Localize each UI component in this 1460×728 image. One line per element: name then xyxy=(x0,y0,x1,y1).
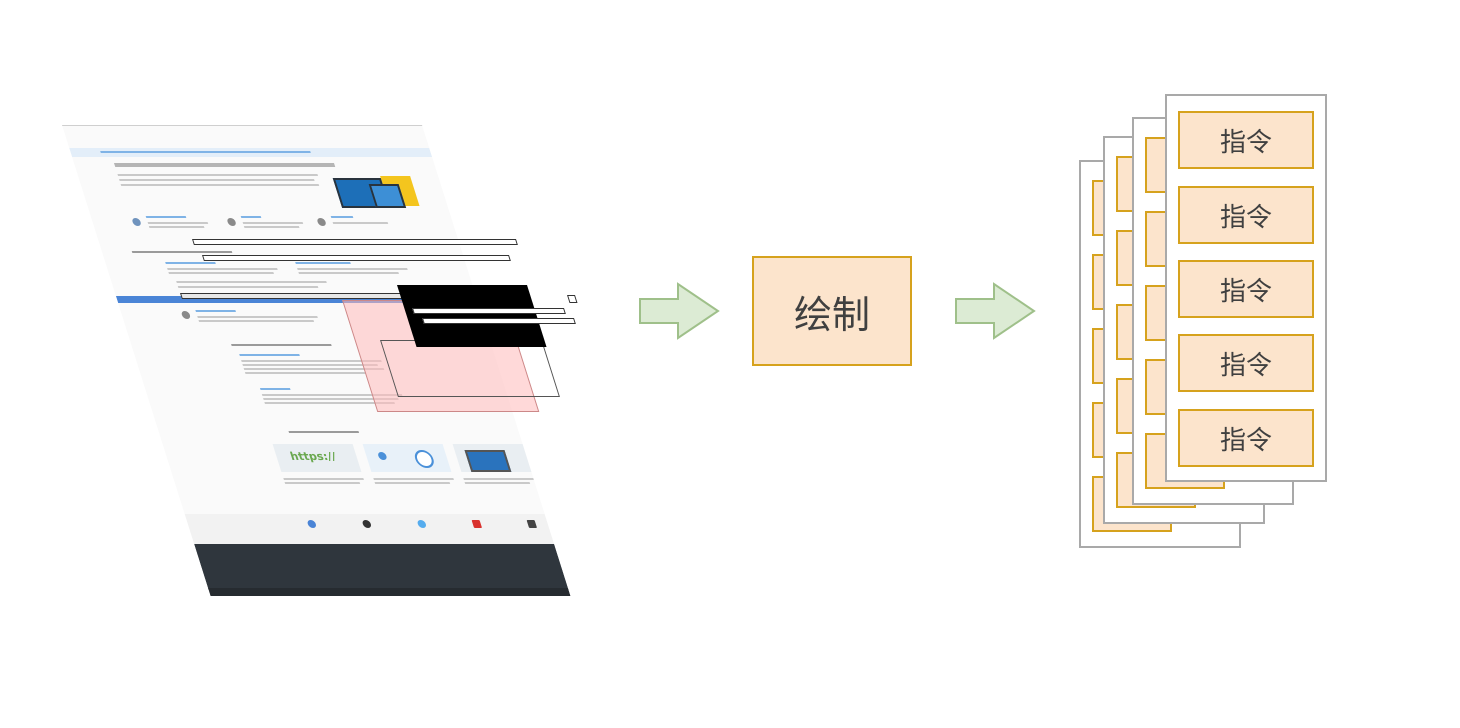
touch-icon xyxy=(377,452,388,460)
webpage-text-line xyxy=(120,184,320,186)
webpage-feature-icon xyxy=(131,218,142,226)
webpage-text-line xyxy=(197,316,318,318)
webpage-devices-card xyxy=(452,444,542,472)
webpage-feature-title xyxy=(330,216,354,218)
webpage-link-line xyxy=(239,354,300,356)
webpage-bottom-bar xyxy=(207,588,571,596)
webpage-tools-icon xyxy=(226,218,237,226)
webpage-text-line xyxy=(374,482,451,484)
webpage-text-line xyxy=(298,272,399,274)
webpage-text-line xyxy=(242,222,304,224)
webpage-text-line xyxy=(177,286,319,288)
webpage-section-heading xyxy=(231,344,332,346)
instruction-label: 指令 xyxy=(1219,425,1272,456)
laptop-icon xyxy=(464,450,512,472)
webpage-text-line xyxy=(117,174,319,176)
draw-step-label: 绘制 xyxy=(793,292,870,337)
webpage-feature-icon xyxy=(316,218,327,226)
instruction-label: 指令 xyxy=(1219,202,1272,233)
webpage-feature-icon xyxy=(180,311,192,319)
webpage-section-heading xyxy=(131,251,233,253)
webpage-text-line xyxy=(242,364,378,366)
webpage-text-line xyxy=(373,478,454,480)
twitter-icon xyxy=(416,520,428,528)
stopwatch-icon xyxy=(412,450,437,468)
webpage-text-line xyxy=(176,281,327,283)
webpage-section-heading xyxy=(288,431,360,433)
instruction-label: 指令 xyxy=(1219,276,1272,307)
webpage-text-line xyxy=(147,222,209,224)
layer-outline-bar xyxy=(202,255,511,261)
webpage-text-line xyxy=(463,478,534,480)
instruction-box: 指令 xyxy=(1178,111,1314,169)
webpage-feature-title xyxy=(240,216,262,218)
webpage-heading xyxy=(113,163,336,167)
instruction-box: 指令 xyxy=(1178,334,1314,392)
webpage-feature-title xyxy=(195,310,236,312)
webpage-link-line xyxy=(259,388,291,390)
webpage-text-line xyxy=(284,482,361,484)
layer-outline-box xyxy=(380,340,560,397)
webpage-text-line xyxy=(332,222,389,224)
right-arrow-icon xyxy=(639,282,720,340)
webpage-text-line xyxy=(119,179,315,181)
instruction-box: 指令 xyxy=(1178,409,1314,467)
rss-icon xyxy=(526,520,538,528)
instruction-label: 指令 xyxy=(1219,350,1272,381)
webpage-performance-card xyxy=(362,444,452,472)
webpage-hero-illustration xyxy=(329,174,420,210)
webpage-text-line xyxy=(167,268,278,270)
draw-step-box: 绘制 xyxy=(752,256,912,366)
layer-outline-bar xyxy=(422,318,576,324)
instruction-box: 指令 xyxy=(1178,260,1314,318)
google-plus-icon xyxy=(306,520,318,528)
youtube-icon xyxy=(471,520,483,528)
webpage-https-card: https:// xyxy=(272,444,362,472)
webpage-feature-title xyxy=(145,216,187,218)
webpage-link-line xyxy=(295,262,351,264)
webpage-text-line xyxy=(243,226,300,228)
webpage-text-line xyxy=(244,372,366,374)
webpage-text-line xyxy=(283,478,364,480)
instruction-box: 指令 xyxy=(1178,186,1314,244)
layer-outline-bar xyxy=(412,308,566,314)
webpage-social-footer xyxy=(184,514,555,544)
webpage-text-line xyxy=(464,482,531,484)
webpage-thumbnail: https:// xyxy=(62,125,578,596)
https-text: https:// xyxy=(288,450,338,463)
webpage-text-line xyxy=(168,272,274,274)
layer-outline-bar xyxy=(192,239,518,245)
layer-black-video xyxy=(397,285,547,347)
instruction-label: 指令 xyxy=(1219,127,1272,158)
github-icon xyxy=(361,520,373,528)
webpage-url-line xyxy=(100,151,311,153)
layer-small-marker xyxy=(567,295,578,303)
webpage-text-line xyxy=(198,320,315,322)
webpage-text-line xyxy=(297,268,408,270)
webpage-dark-footer xyxy=(194,544,569,590)
right-arrow-icon xyxy=(955,282,1036,340)
webpage-link-line xyxy=(165,262,216,264)
instruction-list-card-front: 指令 指令 指令 指令 指令 xyxy=(1165,94,1327,482)
webpage-text-line xyxy=(148,226,205,228)
